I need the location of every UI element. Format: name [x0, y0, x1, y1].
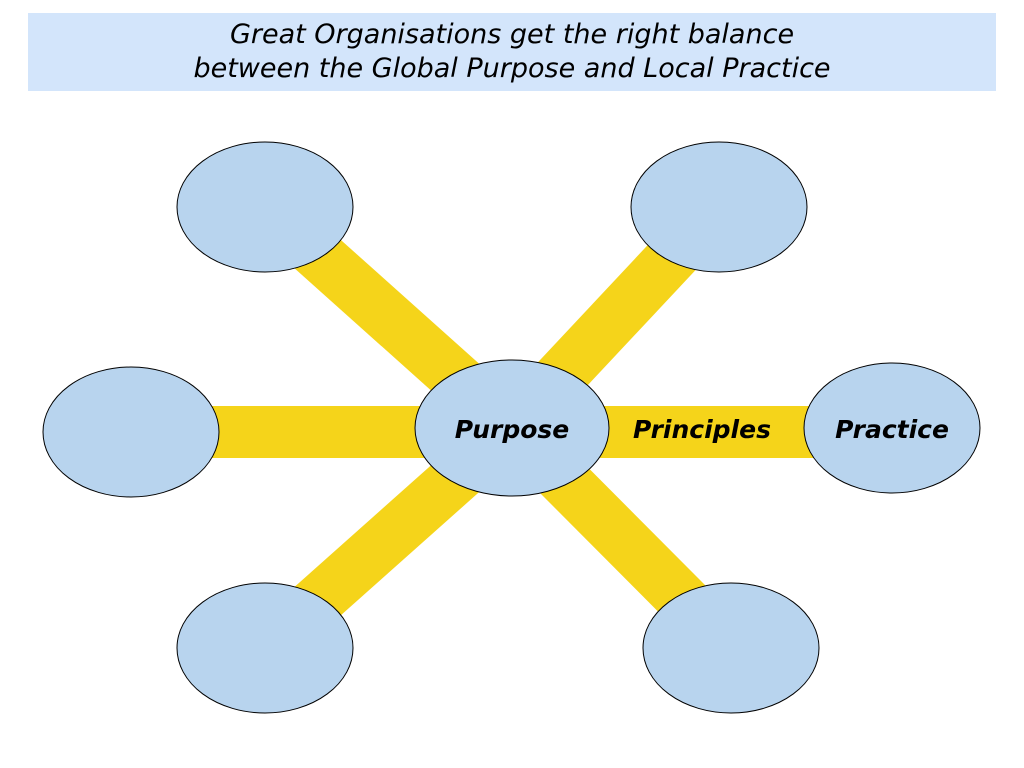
title-banner: Great Organisations get the right balanc… — [28, 13, 996, 91]
node-left — [42, 366, 220, 498]
right-label: Practice — [835, 415, 949, 444]
center-label: Purpose — [455, 415, 569, 444]
title-line-2: between the Global Purpose and Local Pra… — [193, 53, 831, 84]
title-line-1: Great Organisations get the right balanc… — [229, 19, 795, 50]
node-center — [414, 359, 610, 497]
node-upper-right — [630, 141, 808, 273]
node-lower-left — [176, 582, 354, 714]
node-right — [803, 362, 981, 494]
node-upper-left — [176, 141, 354, 273]
node-lower-right — [642, 582, 820, 714]
connector-label: Principles — [633, 415, 771, 444]
